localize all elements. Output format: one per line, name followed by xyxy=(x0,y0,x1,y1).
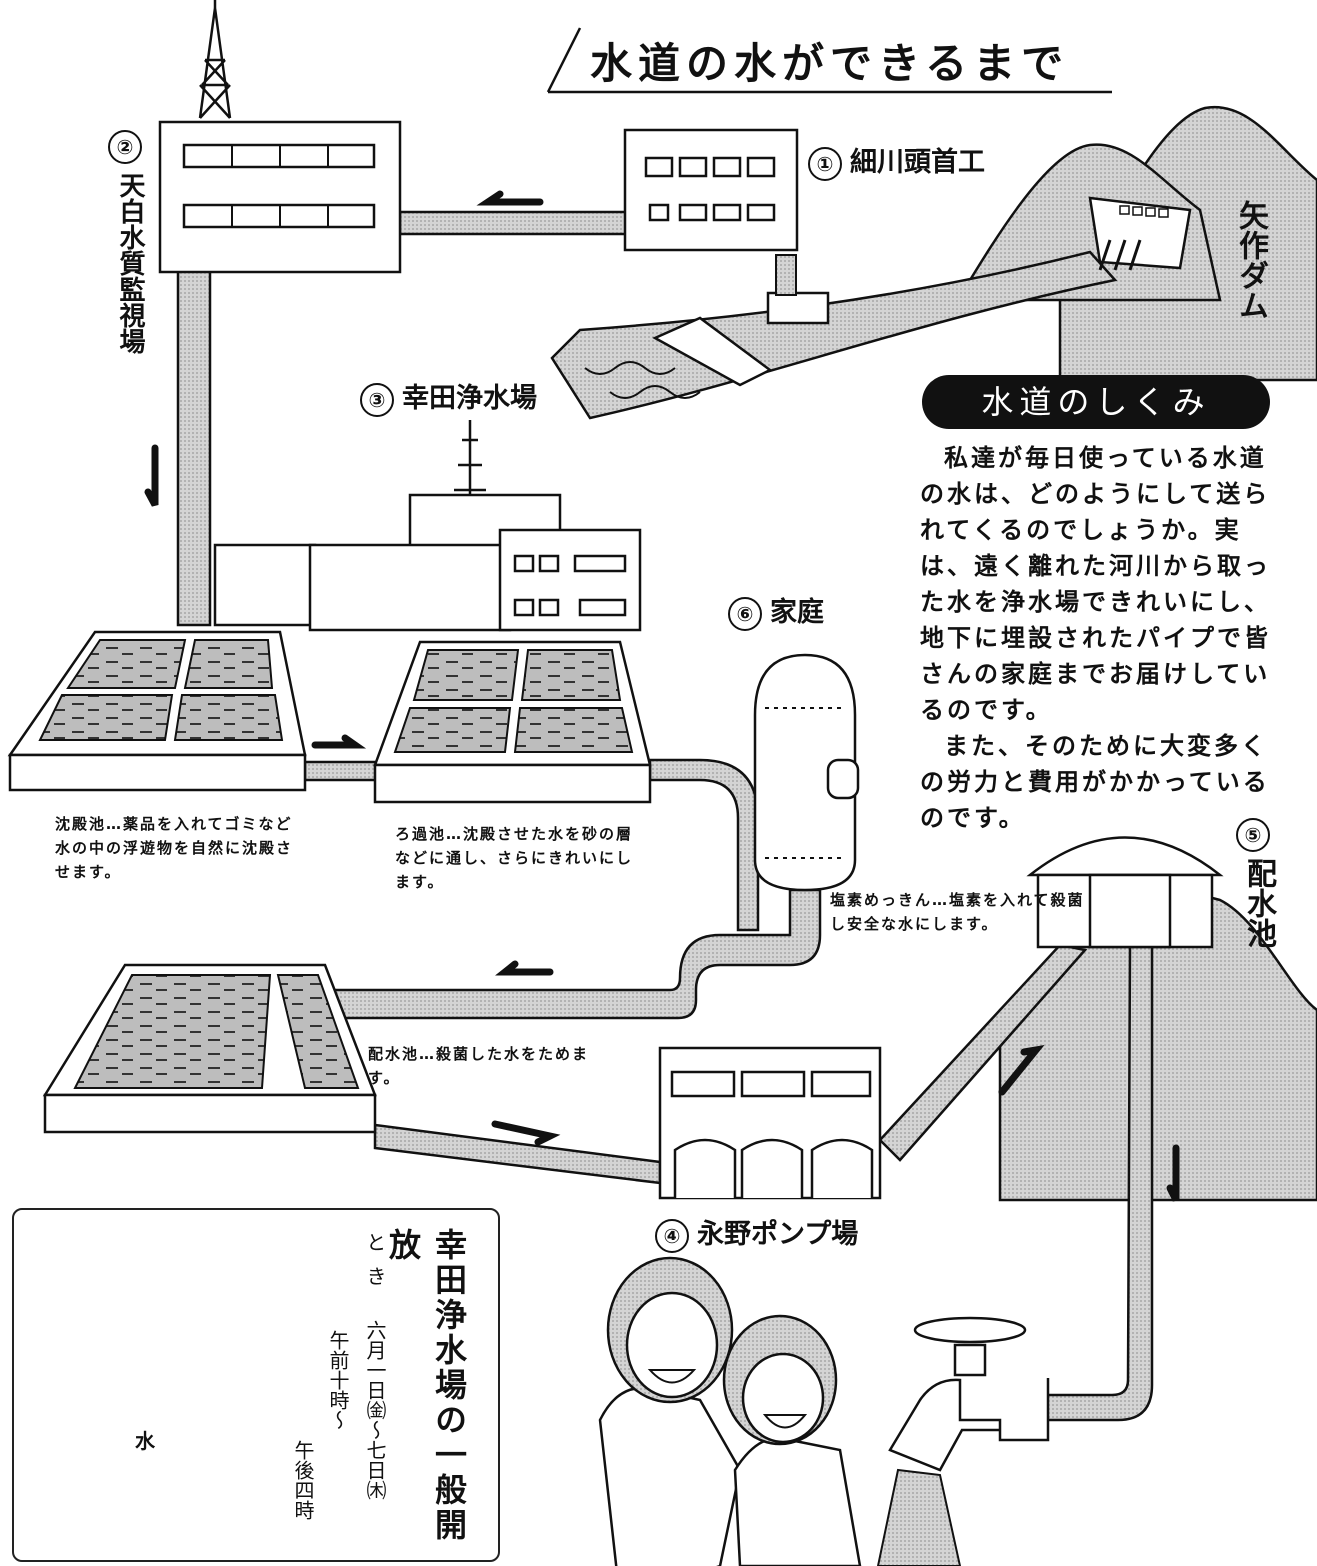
mascot-cap-letter: W xyxy=(124,1303,144,1324)
place-label: 家庭 xyxy=(770,597,824,628)
caption-sedimentation: 沈殿池…薬品を入れてゴミなど水の中の浮遊物を自然に沈殿させます。 xyxy=(55,815,294,881)
family-illustration xyxy=(598,1256,862,1566)
open-house-notice: 幸田浄水場の一般開放 とき 六月一日㈮～七日㈭ 午前十時～ 午後四時 xyxy=(12,1208,500,1562)
caption-filtration: ろ過池…沈殿させた水を砂の層などに通し、さらにきれいにします。 xyxy=(395,825,634,891)
caption-reservoir: 配水池…殺菌した水をためます。 xyxy=(368,1045,590,1087)
monitoring-building xyxy=(158,0,402,274)
flow-arrows xyxy=(144,190,1180,1202)
notice-title: 幸田浄水場の一般開放 xyxy=(384,1228,468,1543)
label-nagano-pump: ④ 永野ポンプ場 xyxy=(655,1212,858,1253)
step-5-number: ⑤ xyxy=(1236,818,1278,852)
description-paragraph-2: また、そのために大変多くの労力と費用がかかっているのです。 xyxy=(920,732,1270,832)
place-label: 永野ポンプ場 xyxy=(697,1219,859,1250)
yahagi-dam xyxy=(1088,196,1192,271)
step-number: ⑥ xyxy=(728,597,762,631)
reservoir-tank xyxy=(42,963,377,1134)
label-tenpaku: 天白水質監視場 xyxy=(115,172,145,354)
step-number: ④ xyxy=(655,1219,689,1253)
filtration-tank xyxy=(373,640,652,804)
faucet xyxy=(876,1316,1050,1566)
label-home: ⑥ 家庭 xyxy=(728,590,824,631)
label-reservoir: 配水池 xyxy=(1241,858,1276,948)
caption-chlorination: 塩素めっきん…塩素を入れて殺菌し安全な水にします。 xyxy=(830,891,1085,933)
mascot-shirt-letter: 水 xyxy=(135,1429,155,1453)
description-paragraph-1: 私達が毎日使っている水道の水は、どのようにして送られてくるのでしょうか。実は、遠… xyxy=(920,444,1271,724)
system-heading: 水道のしくみ xyxy=(922,375,1270,429)
label-hosokawa: ① 細川頭首工 xyxy=(808,140,985,181)
title-underline xyxy=(546,27,1112,94)
label-koda-plant: ③ 幸田浄水場 xyxy=(360,376,537,417)
system-description: 私達が毎日使っている水道の水は、どのようにして送られてくるのでしょうか。実は、遠… xyxy=(920,440,1280,836)
place-label: 細川頭首工 xyxy=(850,147,985,178)
step-number: ① xyxy=(808,147,842,181)
sedimentation-tank xyxy=(7,630,307,792)
intake-building xyxy=(623,128,799,252)
step-2-number: ② xyxy=(108,130,150,164)
step-number: ③ xyxy=(360,383,394,417)
notice-time-end: 午後四時 xyxy=(291,1440,315,1520)
page-title: 水道の水ができるまで xyxy=(590,39,1070,88)
purification-plant xyxy=(213,420,642,632)
notice-time-start: 午前十時～ xyxy=(326,1330,350,1430)
notice-dates: 六月一日㈮～七日㈭ xyxy=(363,1320,387,1500)
pump-station xyxy=(658,1046,882,1200)
label-yahagi-dam: 矢作ダム xyxy=(1233,200,1268,320)
place-label: 幸田浄水場 xyxy=(402,383,537,414)
distribution-reservoir xyxy=(1026,836,1224,949)
weir xyxy=(652,254,830,387)
pipes xyxy=(176,210,1154,1422)
notice-when-label: とき xyxy=(363,1232,387,1300)
chlorine-tank xyxy=(753,653,860,892)
